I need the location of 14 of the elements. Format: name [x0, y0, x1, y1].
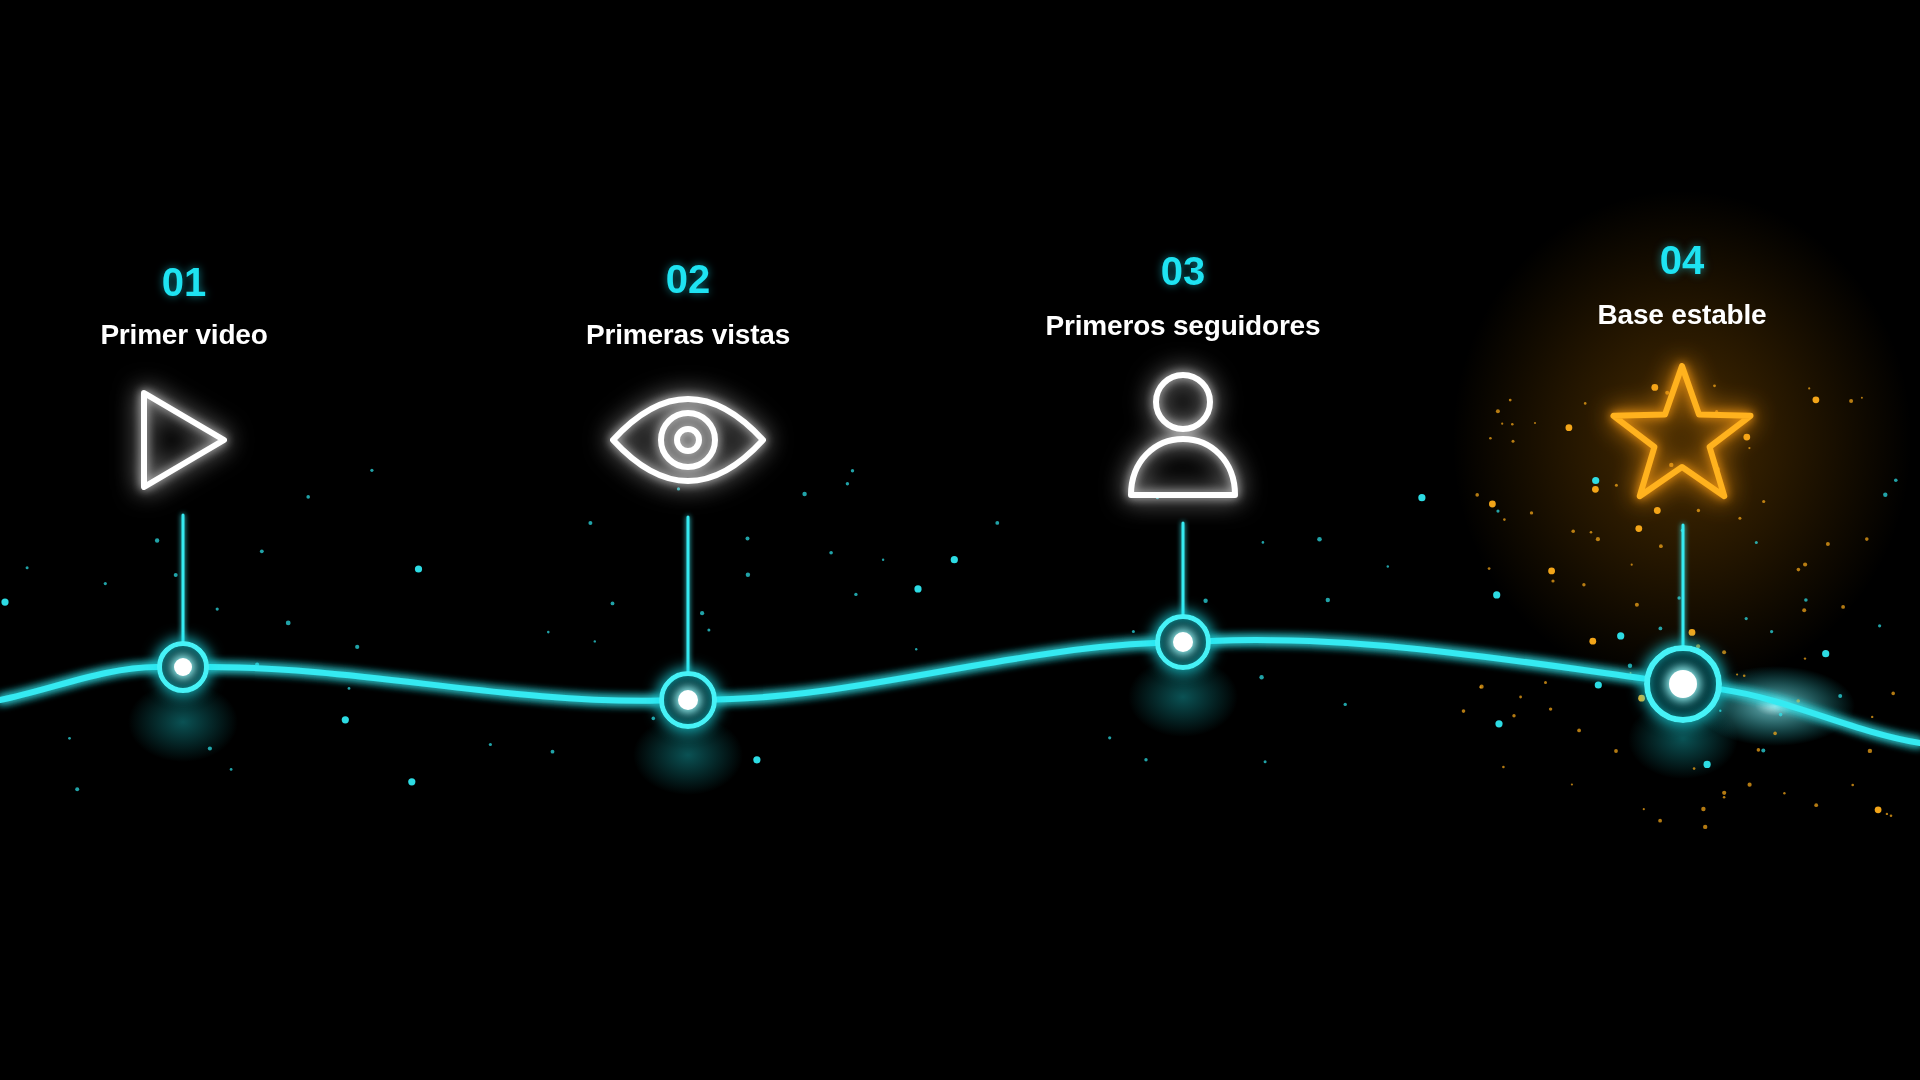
- step-number: 03: [1160, 251, 1206, 291]
- step-title: Primeras vistas: [585, 318, 790, 352]
- timeline-marker: [157, 641, 209, 693]
- timeline-marker: [1155, 614, 1211, 670]
- step-title: Base estable: [1597, 298, 1767, 332]
- step-number: 02: [665, 259, 711, 299]
- connector-line: [1181, 521, 1185, 616]
- step-title: Primer video: [100, 318, 268, 352]
- connector-line: [686, 515, 690, 673]
- step-number: 04: [1659, 240, 1705, 280]
- step-title: Primeros seguidores: [1045, 309, 1321, 343]
- step-number: 01: [161, 262, 207, 302]
- timeline-marker: [659, 671, 717, 729]
- connector-line: [181, 513, 185, 643]
